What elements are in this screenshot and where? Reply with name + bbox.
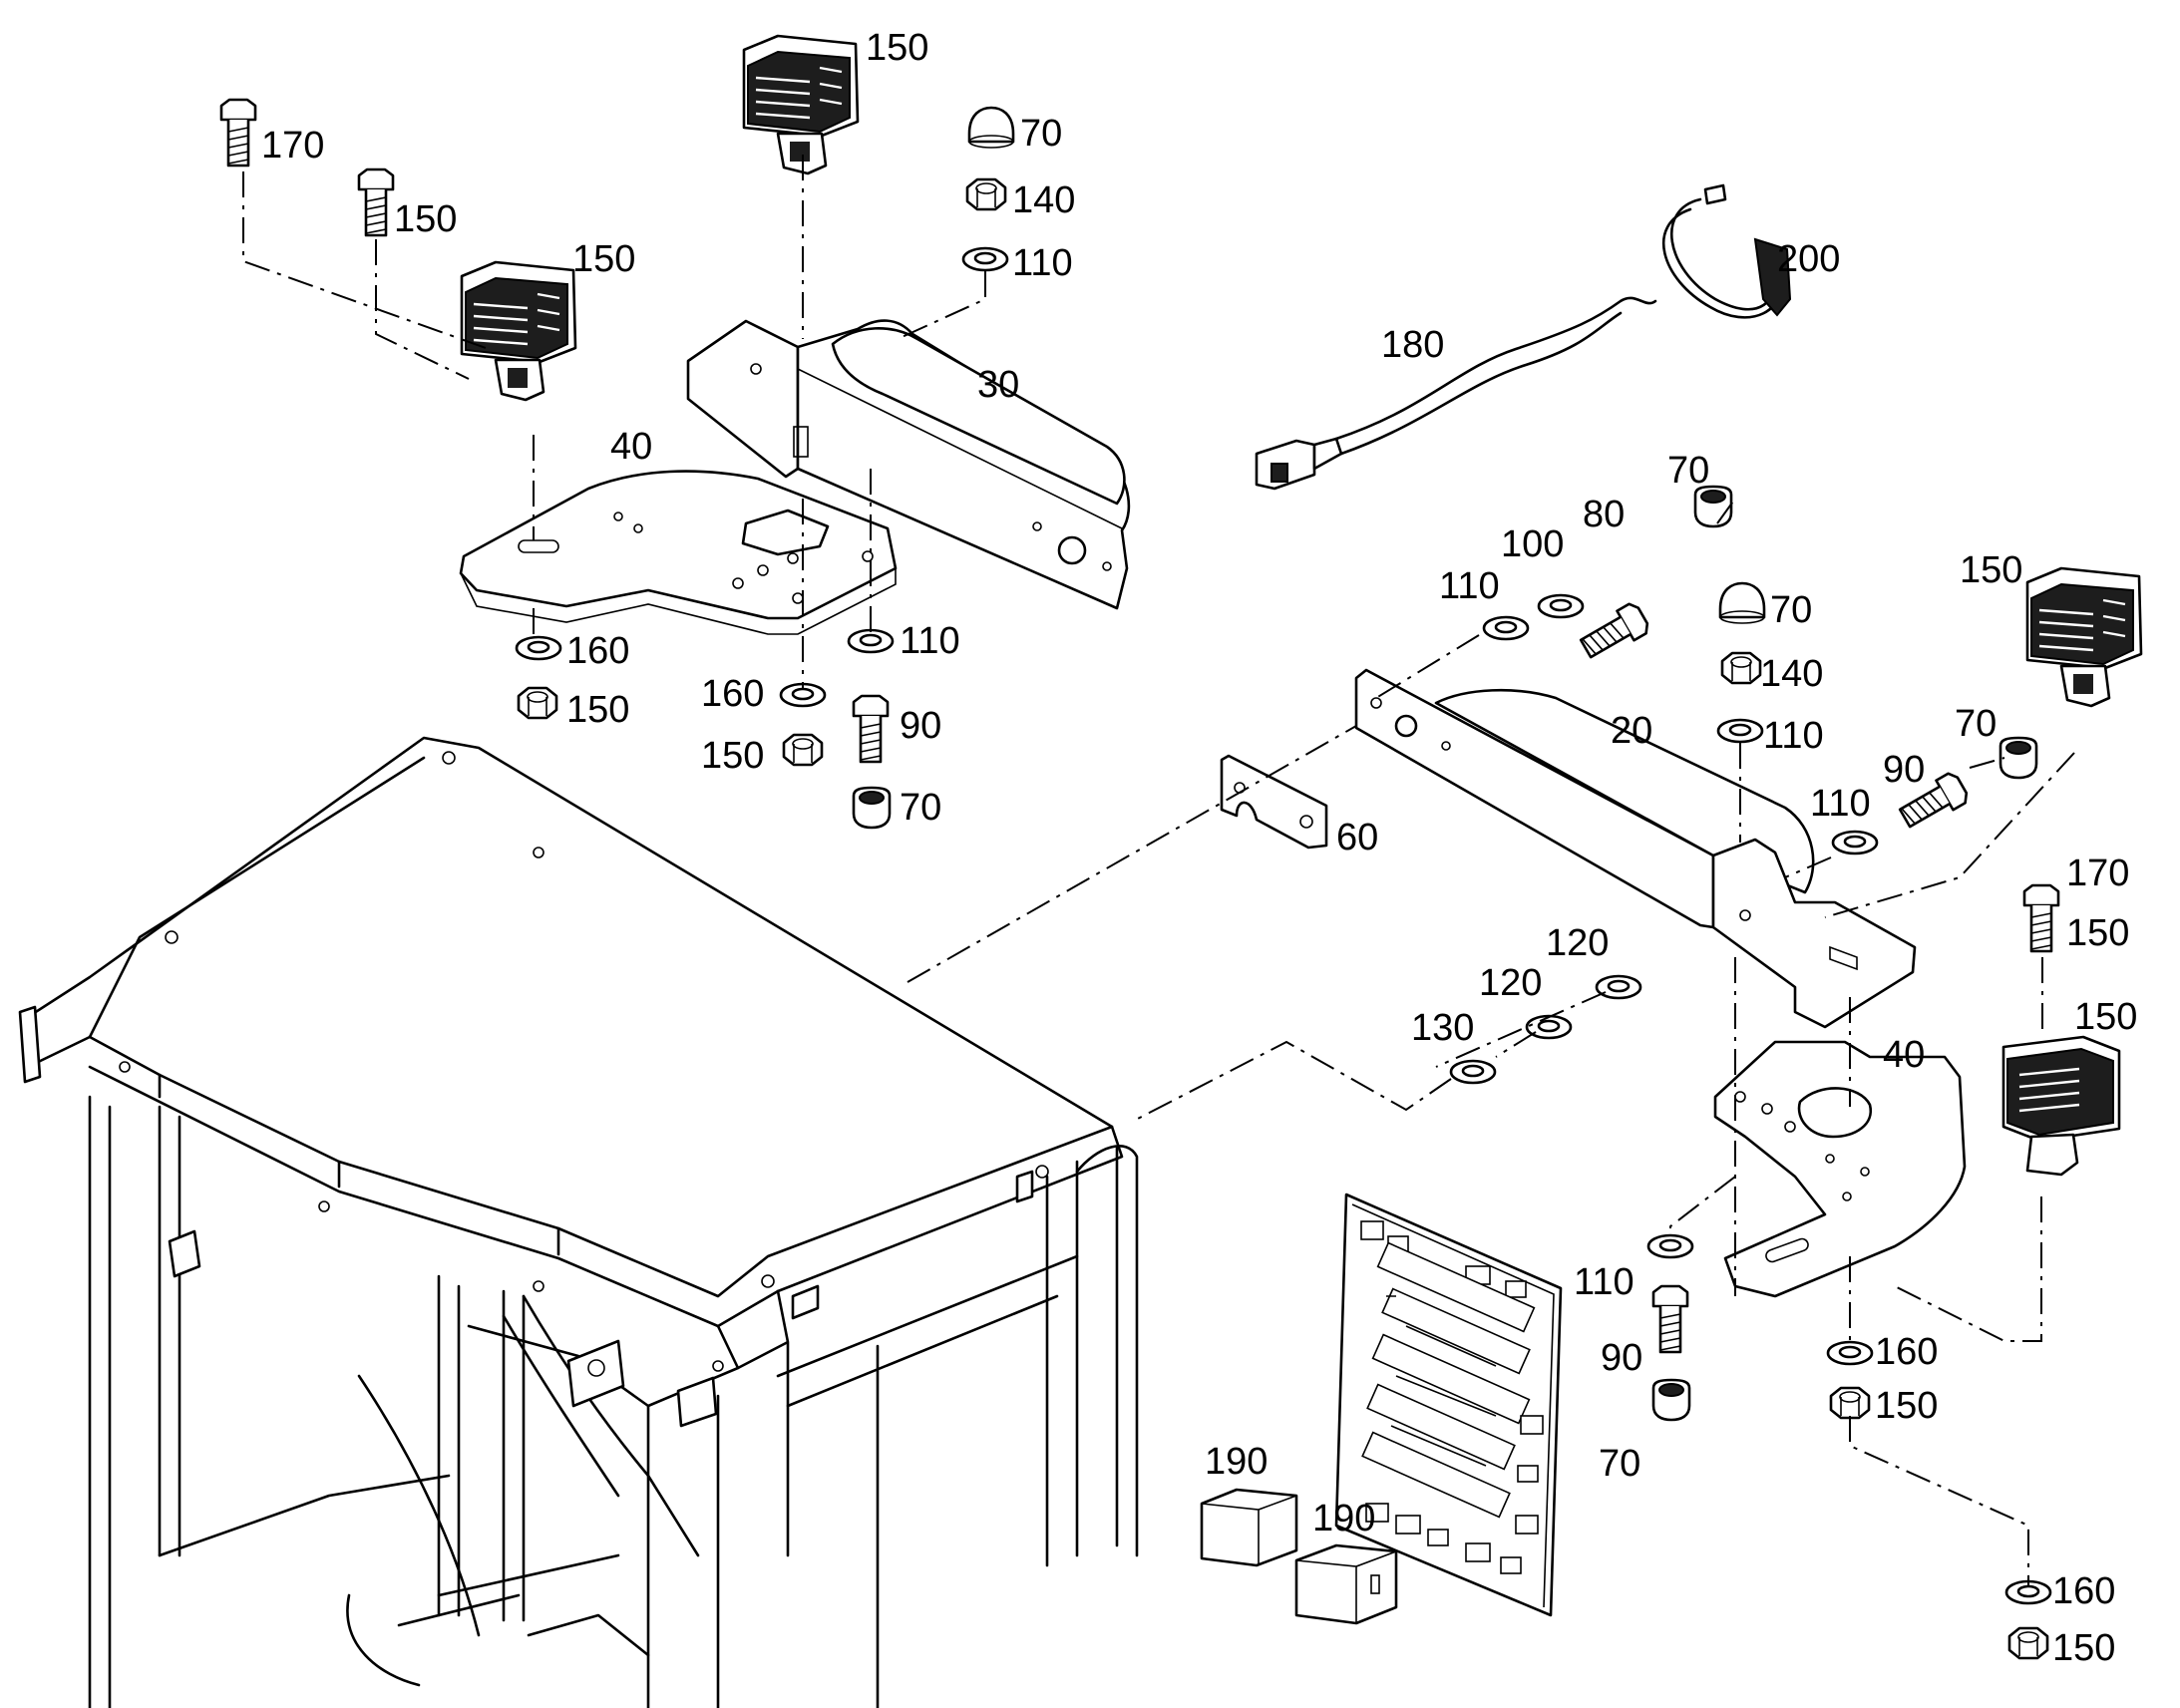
work-lamp-top [742, 34, 860, 175]
callout-70: 70 [1599, 1443, 1640, 1485]
callout-140: 140 [1012, 179, 1075, 221]
callout-140: 140 [1760, 653, 1823, 695]
arm-20 [1354, 668, 1917, 1029]
callout-40: 40 [610, 426, 652, 468]
callout-150: 150 [572, 238, 635, 280]
callout-160: 160 [566, 630, 629, 672]
nut-150 [2007, 1626, 2049, 1660]
callout-150: 150 [566, 689, 629, 731]
callout-40: 40 [1883, 1034, 1925, 1076]
callout-120: 120 [1546, 922, 1609, 964]
callout-90: 90 [1601, 1337, 1642, 1379]
callout-110: 110 [1439, 565, 1500, 607]
callout-100: 100 [1501, 523, 1564, 565]
callout-80: 80 [1583, 494, 1625, 535]
callout-150: 150 [2074, 996, 2137, 1038]
nut-70 [1998, 736, 2038, 780]
washer-160 [1826, 1340, 1874, 1366]
bracket-40-right [1713, 1040, 1967, 1298]
arm-30 [686, 319, 1131, 610]
work-lamp-left [460, 260, 577, 402]
bolt-150 [357, 168, 395, 237]
callout-170: 170 [2066, 853, 2129, 894]
bolt-80 [1576, 599, 1653, 665]
bolt-170 [219, 98, 257, 168]
relay-190-a [1200, 1488, 1298, 1567]
washer-130 [1449, 1059, 1497, 1085]
bracket-40-left [459, 470, 898, 635]
callout-150: 150 [1960, 549, 2022, 591]
cable-180 [1255, 296, 1657, 491]
callout-160: 160 [2052, 1570, 2115, 1612]
callout-130: 130 [1411, 1007, 1474, 1049]
callout-160: 160 [1875, 1331, 1938, 1373]
callout-150: 150 [2052, 1627, 2115, 1669]
nut-150 [782, 733, 824, 767]
washer-110 [1646, 1233, 1694, 1259]
work-lamp-right [2025, 566, 2143, 708]
callout-150: 150 [2066, 912, 2129, 954]
callout-110: 110 [1574, 1261, 1635, 1303]
washer-100 [1537, 593, 1585, 619]
callout-150: 150 [866, 27, 928, 69]
callout-110: 110 [1012, 242, 1073, 284]
callout-150: 150 [701, 735, 764, 777]
callout-110: 110 [1810, 783, 1871, 825]
washer-110 [961, 246, 1009, 272]
cab-roof [18, 736, 1139, 1708]
washer-120 [1595, 974, 1642, 1000]
callout-90: 90 [1883, 749, 1925, 791]
callout-90: 90 [900, 705, 941, 747]
nut-70 [852, 786, 892, 830]
callout-70: 70 [1667, 450, 1709, 492]
callout-110: 110 [900, 620, 960, 662]
callout-60: 60 [1336, 817, 1378, 858]
work-lamp-right-lower [2001, 1035, 2121, 1177]
leader-lines-left [242, 155, 986, 688]
leader-lines-right [907, 498, 2075, 1585]
callout-70: 70 [900, 787, 941, 829]
callout-160: 160 [701, 673, 764, 715]
bolt-170 [2022, 883, 2060, 953]
nut-150 [517, 686, 558, 720]
washer-120 [1525, 1014, 1573, 1040]
relay-190-b [1294, 1543, 1398, 1625]
callout-180: 180 [1381, 324, 1444, 366]
callout-labels: 170 150 150 150 40 160 150 160 150 110 9… [261, 27, 2137, 1669]
nut-150 [1829, 1386, 1871, 1420]
callout-70: 70 [1770, 589, 1812, 631]
nut-140 [1720, 651, 1762, 685]
circuit-board [1334, 1193, 1563, 1617]
callout-120: 120 [1479, 962, 1542, 1004]
callout-70: 70 [1020, 113, 1062, 155]
callout-20: 20 [1611, 710, 1652, 752]
nut-70 [1651, 1378, 1691, 1422]
callout-110: 110 [1763, 715, 1824, 757]
bolt-90 [1651, 1284, 1689, 1354]
nut-70 [1693, 485, 1733, 528]
callout-170: 170 [261, 125, 324, 167]
callout-190: 190 [1312, 1498, 1375, 1539]
bolt-90 [852, 694, 890, 764]
callout-70: 70 [1955, 703, 1997, 745]
washer-160 [515, 635, 562, 661]
washer-110 [1831, 830, 1879, 855]
callout-150: 150 [1875, 1385, 1938, 1427]
callout-150: 150 [394, 198, 457, 240]
cap-nut-70 [1718, 581, 1766, 625]
washer-110 [1716, 718, 1764, 744]
callout-190: 190 [1205, 1441, 1268, 1483]
callout-30: 30 [977, 364, 1019, 406]
callout-200: 200 [1777, 238, 1840, 280]
washer-110 [847, 628, 895, 654]
washer-110 [1482, 615, 1530, 641]
nut-140 [965, 177, 1007, 211]
strap-200 [1661, 183, 1792, 319]
cap-nut-70 [967, 106, 1015, 150]
plate-60 [1220, 754, 1328, 850]
